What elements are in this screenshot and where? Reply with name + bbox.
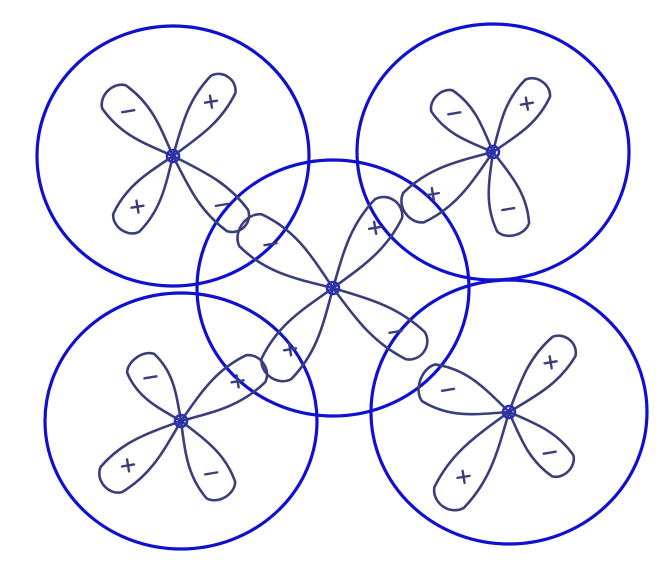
lobe-positive [111, 154, 175, 235]
atom-circle-top-left [35, 24, 311, 288]
orbital-top-right [400, 77, 552, 238]
plus-sign-icon [456, 469, 471, 485]
atom-circle-bottom-left [43, 291, 319, 551]
lobe-outline [417, 363, 511, 416]
lobe-negative [429, 88, 495, 154]
lobe-outline [507, 334, 578, 414]
lobe-positive [507, 334, 578, 414]
nucleus-ring [501, 404, 517, 420]
nucleus-ring [165, 148, 181, 164]
lobe-outline [98, 419, 183, 494]
minus-sign-icon [447, 111, 462, 116]
plus-sign-icon [543, 355, 558, 370]
lobe-outline [429, 88, 495, 154]
minus-sign-icon [440, 387, 456, 393]
lobe-negative [417, 363, 511, 416]
lobe-outline [331, 286, 429, 361]
minus-sign-icon [542, 450, 557, 455]
lobe-positive [433, 410, 511, 512]
minus-sign-icon [214, 202, 230, 208]
atom-circle-bottom-right [369, 278, 649, 546]
orbital-bottom-left [98, 351, 269, 502]
minus-sign-icon [263, 242, 278, 247]
lobe-outline [100, 83, 175, 158]
lobe-outline [179, 353, 269, 423]
nucleus-dot [178, 418, 184, 424]
plus-sign-icon [120, 458, 136, 473]
orbital-center [236, 195, 429, 383]
plus-sign-icon [203, 94, 219, 109]
plus-sign-icon [282, 342, 298, 357]
lobe-outline [491, 77, 552, 154]
lobe-outline [236, 212, 335, 290]
plus-sign-icon [230, 374, 245, 389]
minus-sign-icon [388, 329, 403, 334]
nucleus-ring [485, 144, 501, 160]
lobe-outline [433, 410, 511, 512]
orbital-bottom-right [417, 334, 578, 512]
lobe-outline [487, 150, 531, 238]
plus-sign-icon [130, 199, 145, 214]
lobe-positive [491, 77, 552, 154]
minus-sign-icon [143, 375, 158, 380]
nucleus-ring [325, 280, 341, 296]
atom-circles [35, 22, 649, 551]
lobe-positive [179, 353, 269, 423]
lobe-positive [400, 150, 495, 224]
cloverleaf-orbitals [98, 72, 578, 512]
lobe-negative [331, 286, 429, 361]
lobe-negative [125, 351, 183, 423]
plus-sign-icon [367, 220, 383, 236]
lobe-negative [100, 83, 175, 158]
minus-sign-icon [204, 471, 219, 476]
lobe-outline [125, 351, 183, 423]
plus-sign-icon [519, 96, 535, 111]
orbital-top-left [100, 72, 251, 235]
lobe-outline [260, 286, 335, 383]
plus-sign-icon [425, 186, 441, 202]
nucleus-dot [330, 285, 336, 291]
minus-sign-icon [120, 108, 136, 114]
lobe-positive [260, 286, 335, 383]
lobe-outline [111, 154, 175, 235]
nucleus-ring [173, 413, 189, 429]
lobe-positive [98, 419, 183, 494]
lobe-outline [400, 150, 495, 224]
atom-circle-center [195, 158, 471, 418]
lobe-negative [179, 419, 237, 502]
lobe-negative [236, 212, 335, 290]
nucleus-dot [506, 409, 512, 415]
lobe-positive [331, 195, 404, 290]
nucleus-dot [490, 149, 496, 155]
lobe-negative [487, 150, 531, 238]
minus-sign-icon [501, 206, 516, 212]
nucleus-dot [170, 153, 176, 159]
lobe-outline [331, 195, 404, 290]
lobe-outline [179, 419, 237, 502]
